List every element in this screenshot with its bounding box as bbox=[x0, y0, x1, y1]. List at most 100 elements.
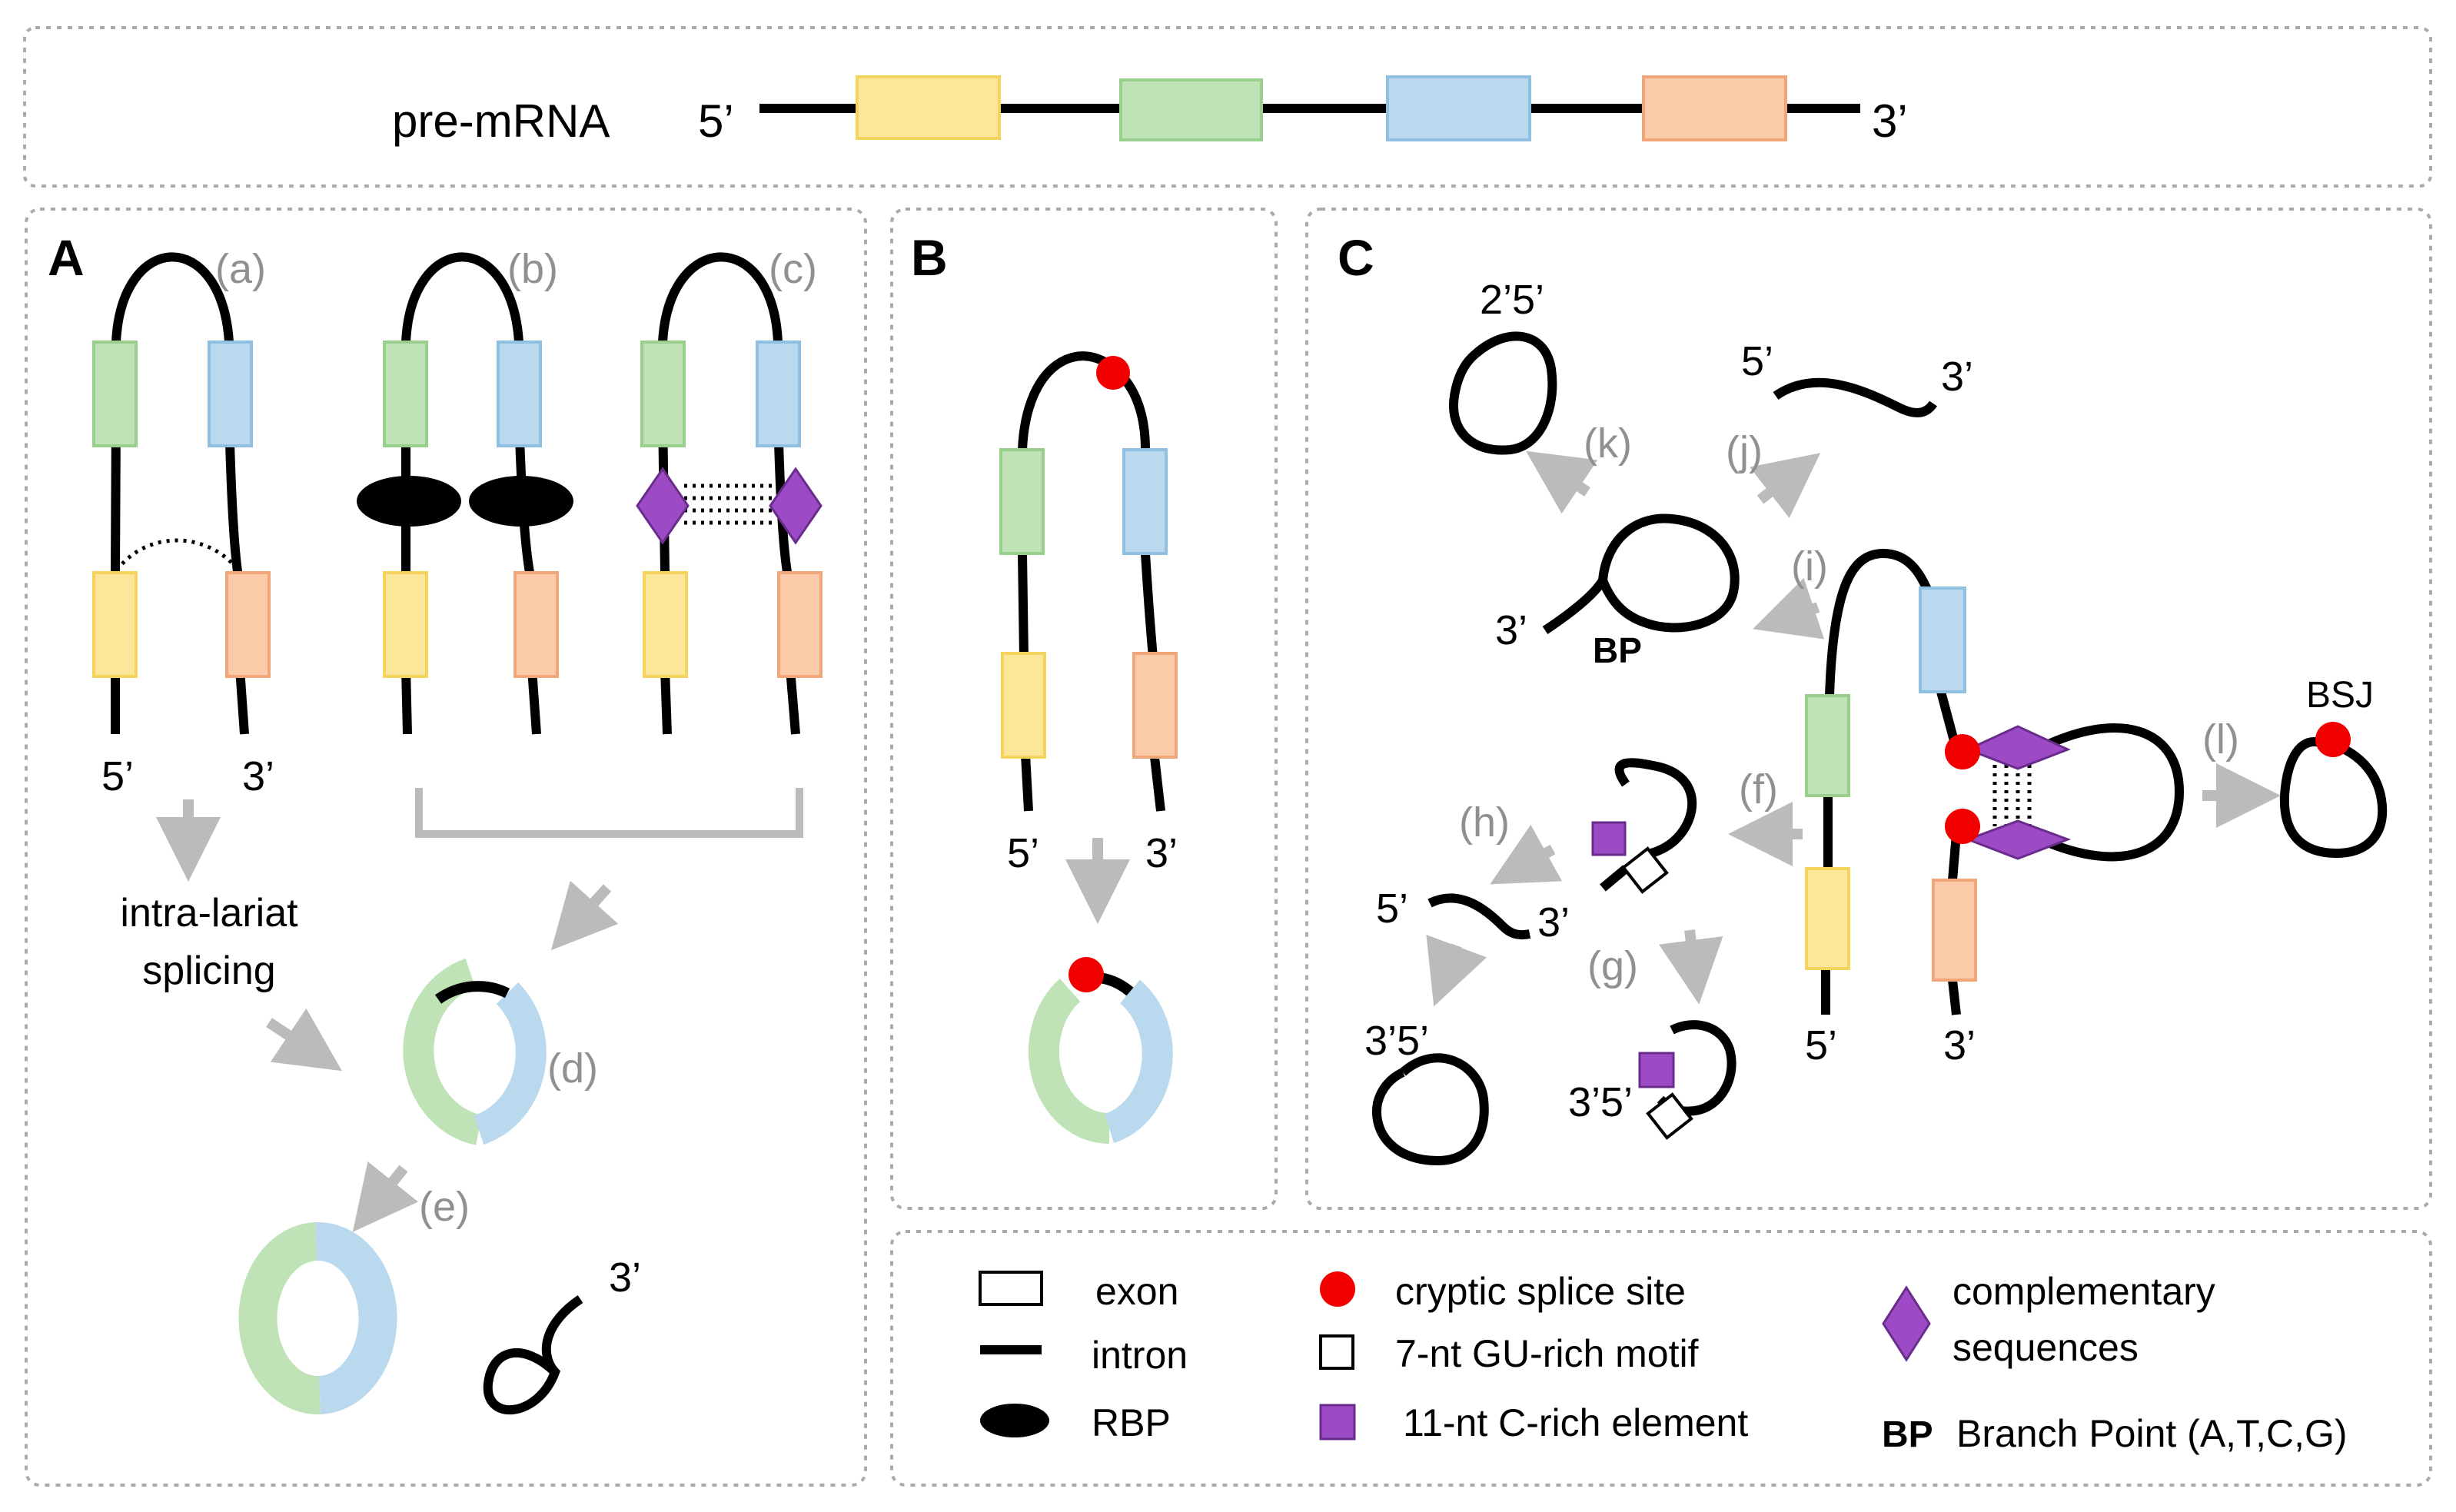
legend-cryptic-swatch bbox=[1320, 1271, 1355, 1307]
two-five-label: 2’5’ bbox=[1480, 277, 1544, 323]
premrna-exon-blue bbox=[1386, 75, 1531, 141]
arrow-to-d-left bbox=[266, 1008, 342, 1072]
panel-c: C 5’ 3’ 3’ bbox=[1338, 229, 2388, 1166]
structure-a-exon-green bbox=[92, 341, 138, 447]
panel-a-border bbox=[25, 208, 867, 1487]
circle-g-gu-motif bbox=[1646, 1092, 1693, 1140]
panel-a-letter: A bbox=[48, 229, 85, 286]
legend-complementary-line1: complementary bbox=[1953, 1270, 2215, 1313]
structure-c-exon-yellow bbox=[643, 571, 688, 678]
legend-gu-motif-label: 7-nt GU-rich motif bbox=[1395, 1332, 1699, 1375]
arrow-j bbox=[1750, 453, 1821, 518]
panel-c-two-five-circle: 2’5’ bbox=[1449, 277, 1557, 455]
panel-c-linear-h: 5’ 3’ bbox=[1376, 886, 1570, 945]
lariat-bp-loop bbox=[1597, 513, 1740, 633]
panel-b: B 5’ 3’ bbox=[911, 229, 1178, 1144]
label-b: (b) bbox=[507, 246, 558, 292]
lariat-three-prime: 3’ bbox=[609, 1254, 641, 1301]
bsj-cryptic-site bbox=[2315, 722, 2351, 757]
intra-lariat-line1: intra-lariat bbox=[120, 891, 298, 935]
structure-c: (c) bbox=[636, 246, 823, 735]
panel-b-cryptic-site bbox=[1096, 356, 1130, 390]
structure-a-exon-yellow bbox=[92, 571, 138, 678]
label-h: (h) bbox=[1459, 799, 1510, 846]
panel-c-circle-g: 3’5’ bbox=[1568, 1020, 1736, 1140]
panel-b-exon-blue bbox=[1122, 448, 1168, 555]
intermediate-f-c-rich bbox=[1591, 821, 1627, 856]
panel-c-diamond-bottom bbox=[1964, 819, 2072, 860]
legend-gu-motif-swatch bbox=[1319, 1334, 1354, 1370]
label-f: (f) bbox=[1739, 766, 1778, 812]
lariat-bp-three-prime: 3’ bbox=[1495, 607, 1527, 653]
excised-lariat: 3’ bbox=[483, 1254, 641, 1414]
structure-b-exon-yellow bbox=[383, 571, 428, 678]
complementary-diamond-left bbox=[636, 467, 690, 545]
panel-b-exon-orange bbox=[1132, 652, 1178, 759]
structure-c-exon-blue bbox=[756, 341, 801, 447]
structure-b-exon-orange bbox=[513, 571, 559, 678]
circrna-e bbox=[238, 1221, 397, 1415]
panel-b-five-prime: 5’ bbox=[1007, 830, 1039, 876]
label-d: (d) bbox=[547, 1045, 598, 1092]
panel-b-circrna bbox=[1029, 957, 1173, 1144]
panel-b-border bbox=[890, 208, 1278, 1210]
panel-c-three-prime: 3’ bbox=[1943, 1022, 1976, 1068]
premrna-panel-border bbox=[23, 26, 2432, 188]
panel-b-circrna-green-arc bbox=[1029, 979, 1110, 1144]
complementary-pairing-lines bbox=[684, 484, 776, 525]
circrna-d: (d) bbox=[403, 959, 598, 1145]
structure-c-exon-orange bbox=[777, 571, 823, 678]
panel-borders bbox=[23, 26, 2432, 1487]
panel-b-exon-yellow bbox=[1001, 652, 1046, 759]
premrna-label: pre-mRNA bbox=[392, 95, 610, 147]
label-j: (j) bbox=[1726, 428, 1763, 474]
arrow-h bbox=[1490, 824, 1563, 885]
linear-j-five-prime: 5’ bbox=[1741, 338, 1773, 384]
legend: exon intron RBP cryptic splice site 7-nt… bbox=[979, 1270, 2348, 1455]
structure-b: (b) bbox=[357, 246, 573, 735]
bsj-label: BSJ bbox=[2306, 675, 2374, 716]
circle-h-loop bbox=[1372, 1053, 1489, 1166]
panel-c-linear-j: 5’ 3’ bbox=[1741, 338, 1973, 417]
panel-b-circrna-cryptic-site bbox=[1068, 957, 1104, 992]
intermediate-f-loop bbox=[1614, 758, 1697, 858]
legend-c-rich-label: 11-nt C-rich element bbox=[1403, 1401, 1748, 1444]
structure-a-intron bbox=[111, 252, 249, 735]
panel-c-loop bbox=[2035, 723, 2185, 862]
arrow-g bbox=[1659, 929, 1723, 1005]
panel-b-three-prime: 3’ bbox=[1145, 830, 1178, 876]
lariat-tail bbox=[541, 1295, 583, 1375]
legend-rbp-label: RBP bbox=[1092, 1401, 1171, 1444]
linear-h-strand bbox=[1427, 893, 1531, 940]
premrna-strand: pre-mRNA 5’ 3’ bbox=[392, 75, 1908, 147]
panel-c-circle-h: 3’5’ bbox=[1364, 1018, 1489, 1166]
arrow-d-to-e bbox=[352, 1161, 419, 1232]
legend-bp-abbr: BP bbox=[1882, 1414, 1933, 1455]
panel-c-exon-orange bbox=[1932, 879, 1977, 982]
panel-a: A (a) 5’ 3’ (b) bbox=[48, 229, 823, 1415]
label-l: (l) bbox=[2202, 716, 2239, 763]
circrna-d-green-arc bbox=[403, 959, 483, 1145]
lariat-bp-label: BP bbox=[1593, 630, 1642, 670]
linear-j-three-prime: 3’ bbox=[1941, 354, 1973, 400]
structure-a-exon-blue bbox=[208, 341, 253, 447]
legend-bp-full: Branch Point (A,T,C,G) bbox=[1956, 1412, 2348, 1455]
legend-c-rich-swatch bbox=[1319, 1404, 1356, 1441]
panel-c-lariat-bp: 3’ BP bbox=[1495, 513, 1740, 670]
structure-a-three-prime: 3’ bbox=[242, 753, 274, 799]
intermediate-f-tail bbox=[1600, 865, 1629, 892]
legend-complementary-swatch bbox=[1882, 1285, 1931, 1362]
circle-g-c-rich bbox=[1638, 1052, 1675, 1088]
label-g: (g) bbox=[1587, 943, 1638, 989]
label-e: (e) bbox=[419, 1184, 470, 1230]
legend-exon-swatch bbox=[979, 1271, 1043, 1306]
panel-c-exon-green bbox=[1805, 694, 1850, 797]
panel-c-border bbox=[1305, 208, 2432, 1210]
bsj-loop bbox=[2279, 737, 2388, 859]
legend-rbp-swatch bbox=[980, 1404, 1049, 1437]
panel-c-exon-blue bbox=[1919, 587, 1966, 693]
arrow-to-d-right bbox=[550, 880, 619, 951]
legend-panel-border bbox=[890, 1230, 2432, 1487]
panel-b-letter: B bbox=[911, 229, 948, 286]
